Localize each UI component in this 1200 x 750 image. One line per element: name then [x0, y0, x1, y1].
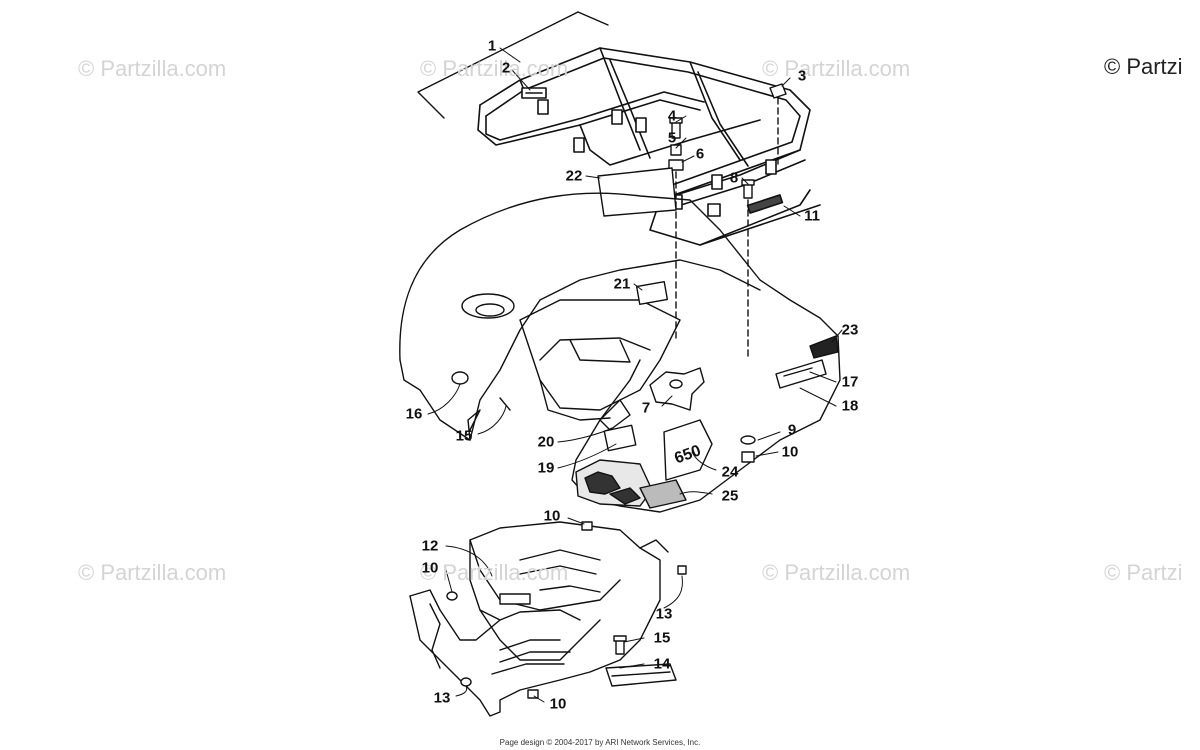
callout-label: 20: [537, 433, 555, 451]
watermark-text: © Partzilla.com: [78, 56, 227, 81]
callout-label: 16: [405, 405, 423, 423]
callout-label: 25: [721, 487, 739, 505]
callout-label: 21: [613, 275, 631, 293]
callout-label: 13: [433, 689, 451, 707]
callout-label: 17: [841, 373, 859, 391]
leader-lines: [427, 47, 843, 703]
callout-label: 18: [841, 397, 859, 415]
callout-label: 11: [804, 207, 820, 225]
decal-22: [597, 167, 677, 217]
callout-label: 7: [641, 399, 651, 417]
callout-label: 15: [455, 427, 473, 445]
watermark-text: © Partzilla.com: [420, 56, 569, 81]
rack-reference-frame: [417, 11, 609, 119]
rear-fender: 650: [399, 192, 841, 513]
callout-label: 9: [787, 421, 797, 439]
callout-label: 19: [537, 459, 555, 477]
callout-label: 12: [421, 537, 439, 555]
callout-label: 4: [667, 107, 677, 125]
callout-label: 3: [797, 67, 807, 85]
watermark-text: © Partzilla.com: [420, 560, 569, 585]
callout-label: 13: [655, 605, 673, 623]
callout-label: 23: [841, 321, 859, 339]
callout-label: 6: [695, 145, 705, 163]
callout-label: 14: [653, 655, 671, 673]
footwell: [409, 521, 687, 717]
callout-label: 10: [543, 507, 561, 525]
brand-watermark: © Partzi: [1104, 54, 1183, 79]
page-footer: Page design © 2004-2017 by ARI Network S…: [499, 738, 701, 747]
callout-label: 1: [487, 37, 497, 55]
watermark-text: © Partzi: [1104, 560, 1183, 585]
callout-label: 24: [721, 463, 739, 481]
callout-label: 15: [653, 629, 671, 647]
callout-label: 10: [781, 443, 799, 461]
callout-label: 8: [729, 169, 739, 187]
callout-label: 22: [565, 167, 583, 185]
watermark-text: © Partzilla.com: [762, 560, 911, 585]
rack-fasteners: [668, 83, 787, 361]
watermark-text: © Partzilla.com: [762, 56, 911, 81]
callout-label: 10: [421, 559, 439, 577]
callout-label: 2: [501, 59, 511, 77]
footrest: [605, 635, 677, 687]
callout-label: 10: [549, 695, 567, 713]
callout-label: 5: [667, 129, 677, 147]
svg-text:650: 650: [672, 442, 703, 467]
watermark-text: © Partzilla.com: [78, 560, 227, 585]
